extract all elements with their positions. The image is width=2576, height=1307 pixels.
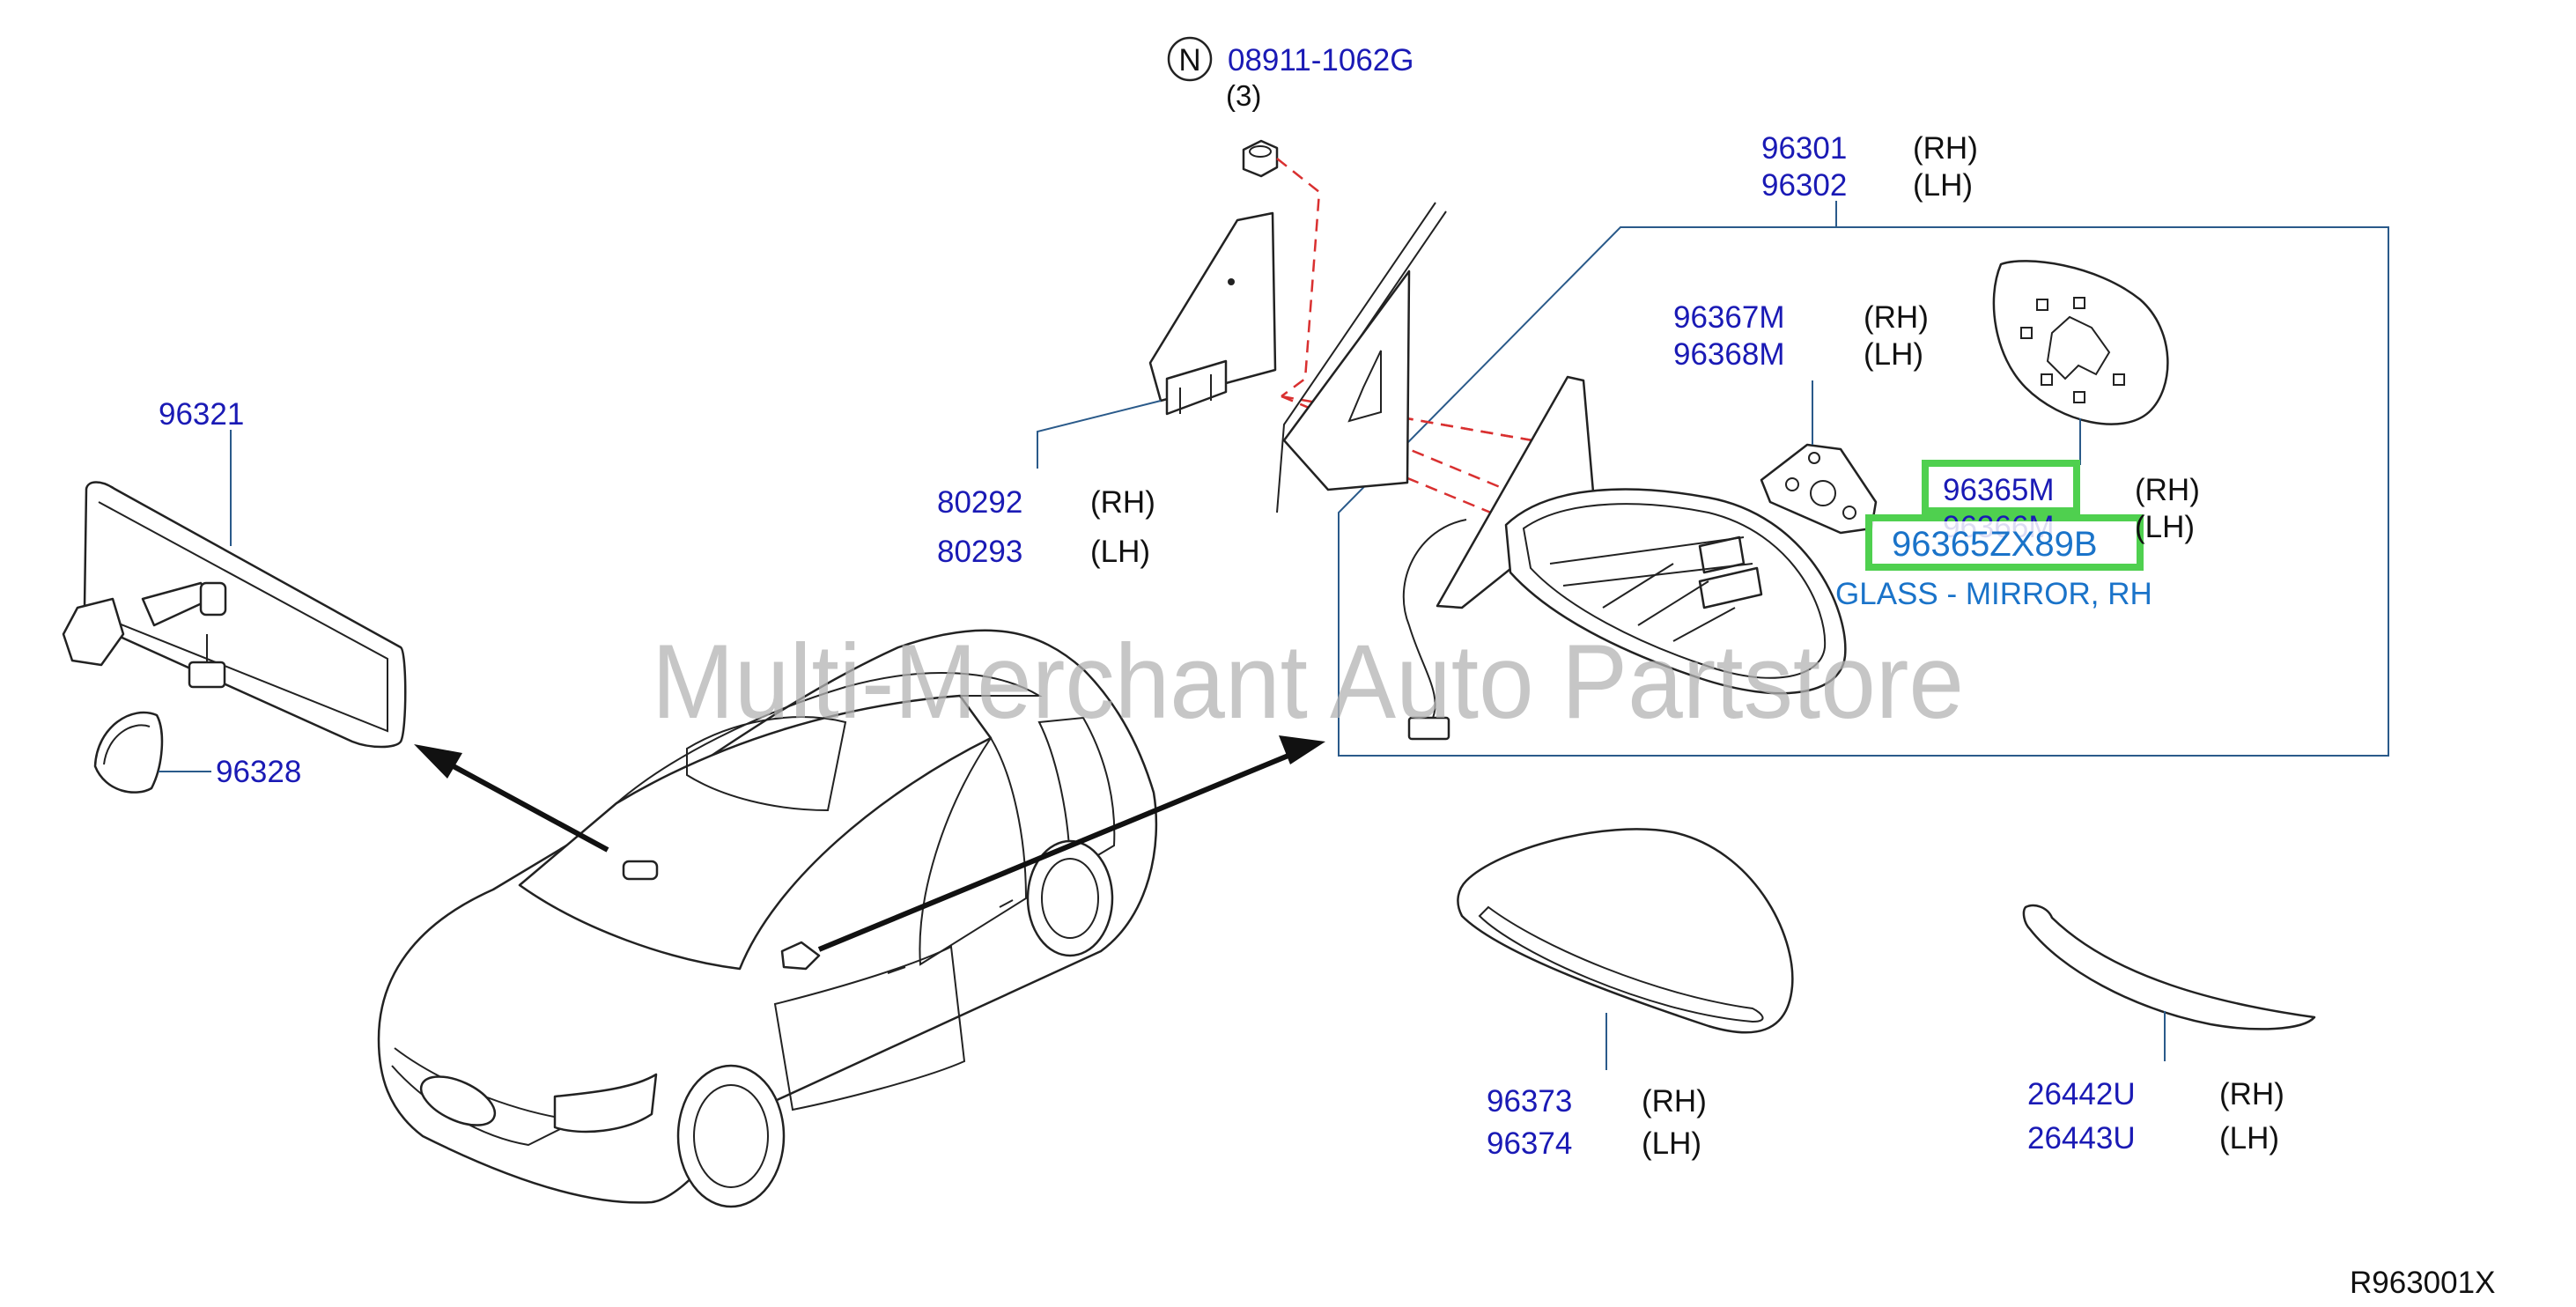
watermark: Multi-Merchant Auto Partstore bbox=[652, 623, 1964, 741]
side-lamp-rh-number: 26442U bbox=[2027, 1077, 2136, 1111]
mirror-glass-lh-side: (LH) bbox=[2135, 510, 2195, 544]
mirror-glass-drawing bbox=[1992, 260, 2169, 425]
side-lamp-lh-number: 26443U bbox=[2027, 1121, 2136, 1156]
mirror-assembly-lh-number: 96302 bbox=[1761, 168, 1847, 203]
corner-finisher-drawing bbox=[1148, 211, 1277, 416]
car-drawing bbox=[377, 629, 1158, 1208]
nut-icon bbox=[1242, 139, 1279, 178]
mirror-glass-rh-side: (RH) bbox=[2135, 473, 2200, 507]
door-sash-drawing bbox=[1276, 202, 1447, 513]
mirror-cover-drawing bbox=[1457, 828, 1794, 1034]
corner-finisher-lh-side: (LH) bbox=[1090, 535, 1150, 569]
inside-mirror-drawing bbox=[62, 481, 407, 749]
mirror-cover-lh-number: 96374 bbox=[1487, 1126, 1572, 1161]
inside-mirror-cover-drawing bbox=[93, 711, 164, 794]
nut-symbol: N bbox=[1178, 43, 1200, 78]
highlight-part-number: 96365ZX89B bbox=[1892, 525, 2098, 564]
mirror-body-drawing bbox=[1402, 375, 1847, 741]
nut-quantity: (3) bbox=[1226, 79, 1261, 112]
highlight-description: GLASS - MIRROR, RH bbox=[1835, 577, 2152, 611]
side-lamp-drawing bbox=[2022, 904, 2316, 1030]
mirror-cover-rh-number: 96373 bbox=[1487, 1084, 1572, 1119]
leader-corner-finisher bbox=[1037, 400, 1162, 469]
mirror-glass-rh-number: 96365M bbox=[1943, 473, 2054, 507]
corner-finisher-rh-number: 80292 bbox=[937, 485, 1022, 520]
nut-part-number: 08911-1062G bbox=[1228, 43, 1413, 78]
side-lamp-rh-side: (RH) bbox=[2219, 1077, 2284, 1111]
arrow-to-inside-mirror bbox=[414, 744, 609, 853]
diagram-reference: R963001X bbox=[2350, 1266, 2495, 1300]
mirror-assembly-rh-number: 96301 bbox=[1761, 131, 1847, 166]
mirror-cover-lh-side: (LH) bbox=[1642, 1126, 1701, 1161]
inside-mirror-number: 96321 bbox=[159, 397, 244, 432]
corner-finisher-rh-side: (RH) bbox=[1090, 485, 1155, 520]
highlight-box-96365ZX89B bbox=[1865, 514, 2144, 571]
mirror-base-lh-side: (LH) bbox=[1864, 337, 1923, 372]
highlight-box-96365M bbox=[1922, 460, 2080, 514]
side-lamp-lh-side: (LH) bbox=[2219, 1121, 2279, 1156]
mirror-assembly-lh-side: (LH) bbox=[1913, 168, 1973, 203]
corner-finisher-lh-number: 80293 bbox=[937, 535, 1022, 569]
mirror-base-lh-number: 96368M bbox=[1673, 337, 1784, 372]
inside-mirror-cover-number: 96328 bbox=[216, 755, 301, 789]
nut-symbol-circle bbox=[1167, 36, 1213, 82]
mirror-base-drawing bbox=[1760, 443, 1878, 535]
mirror-base-rh-side: (RH) bbox=[1864, 300, 1929, 335]
mirror-base-rh-number: 96367M bbox=[1673, 300, 1784, 335]
mirror-cover-rh-side: (RH) bbox=[1642, 1084, 1707, 1119]
arrow-to-door-mirror bbox=[817, 735, 1325, 952]
mirror-assembly-rh-side: (RH) bbox=[1913, 131, 1978, 166]
